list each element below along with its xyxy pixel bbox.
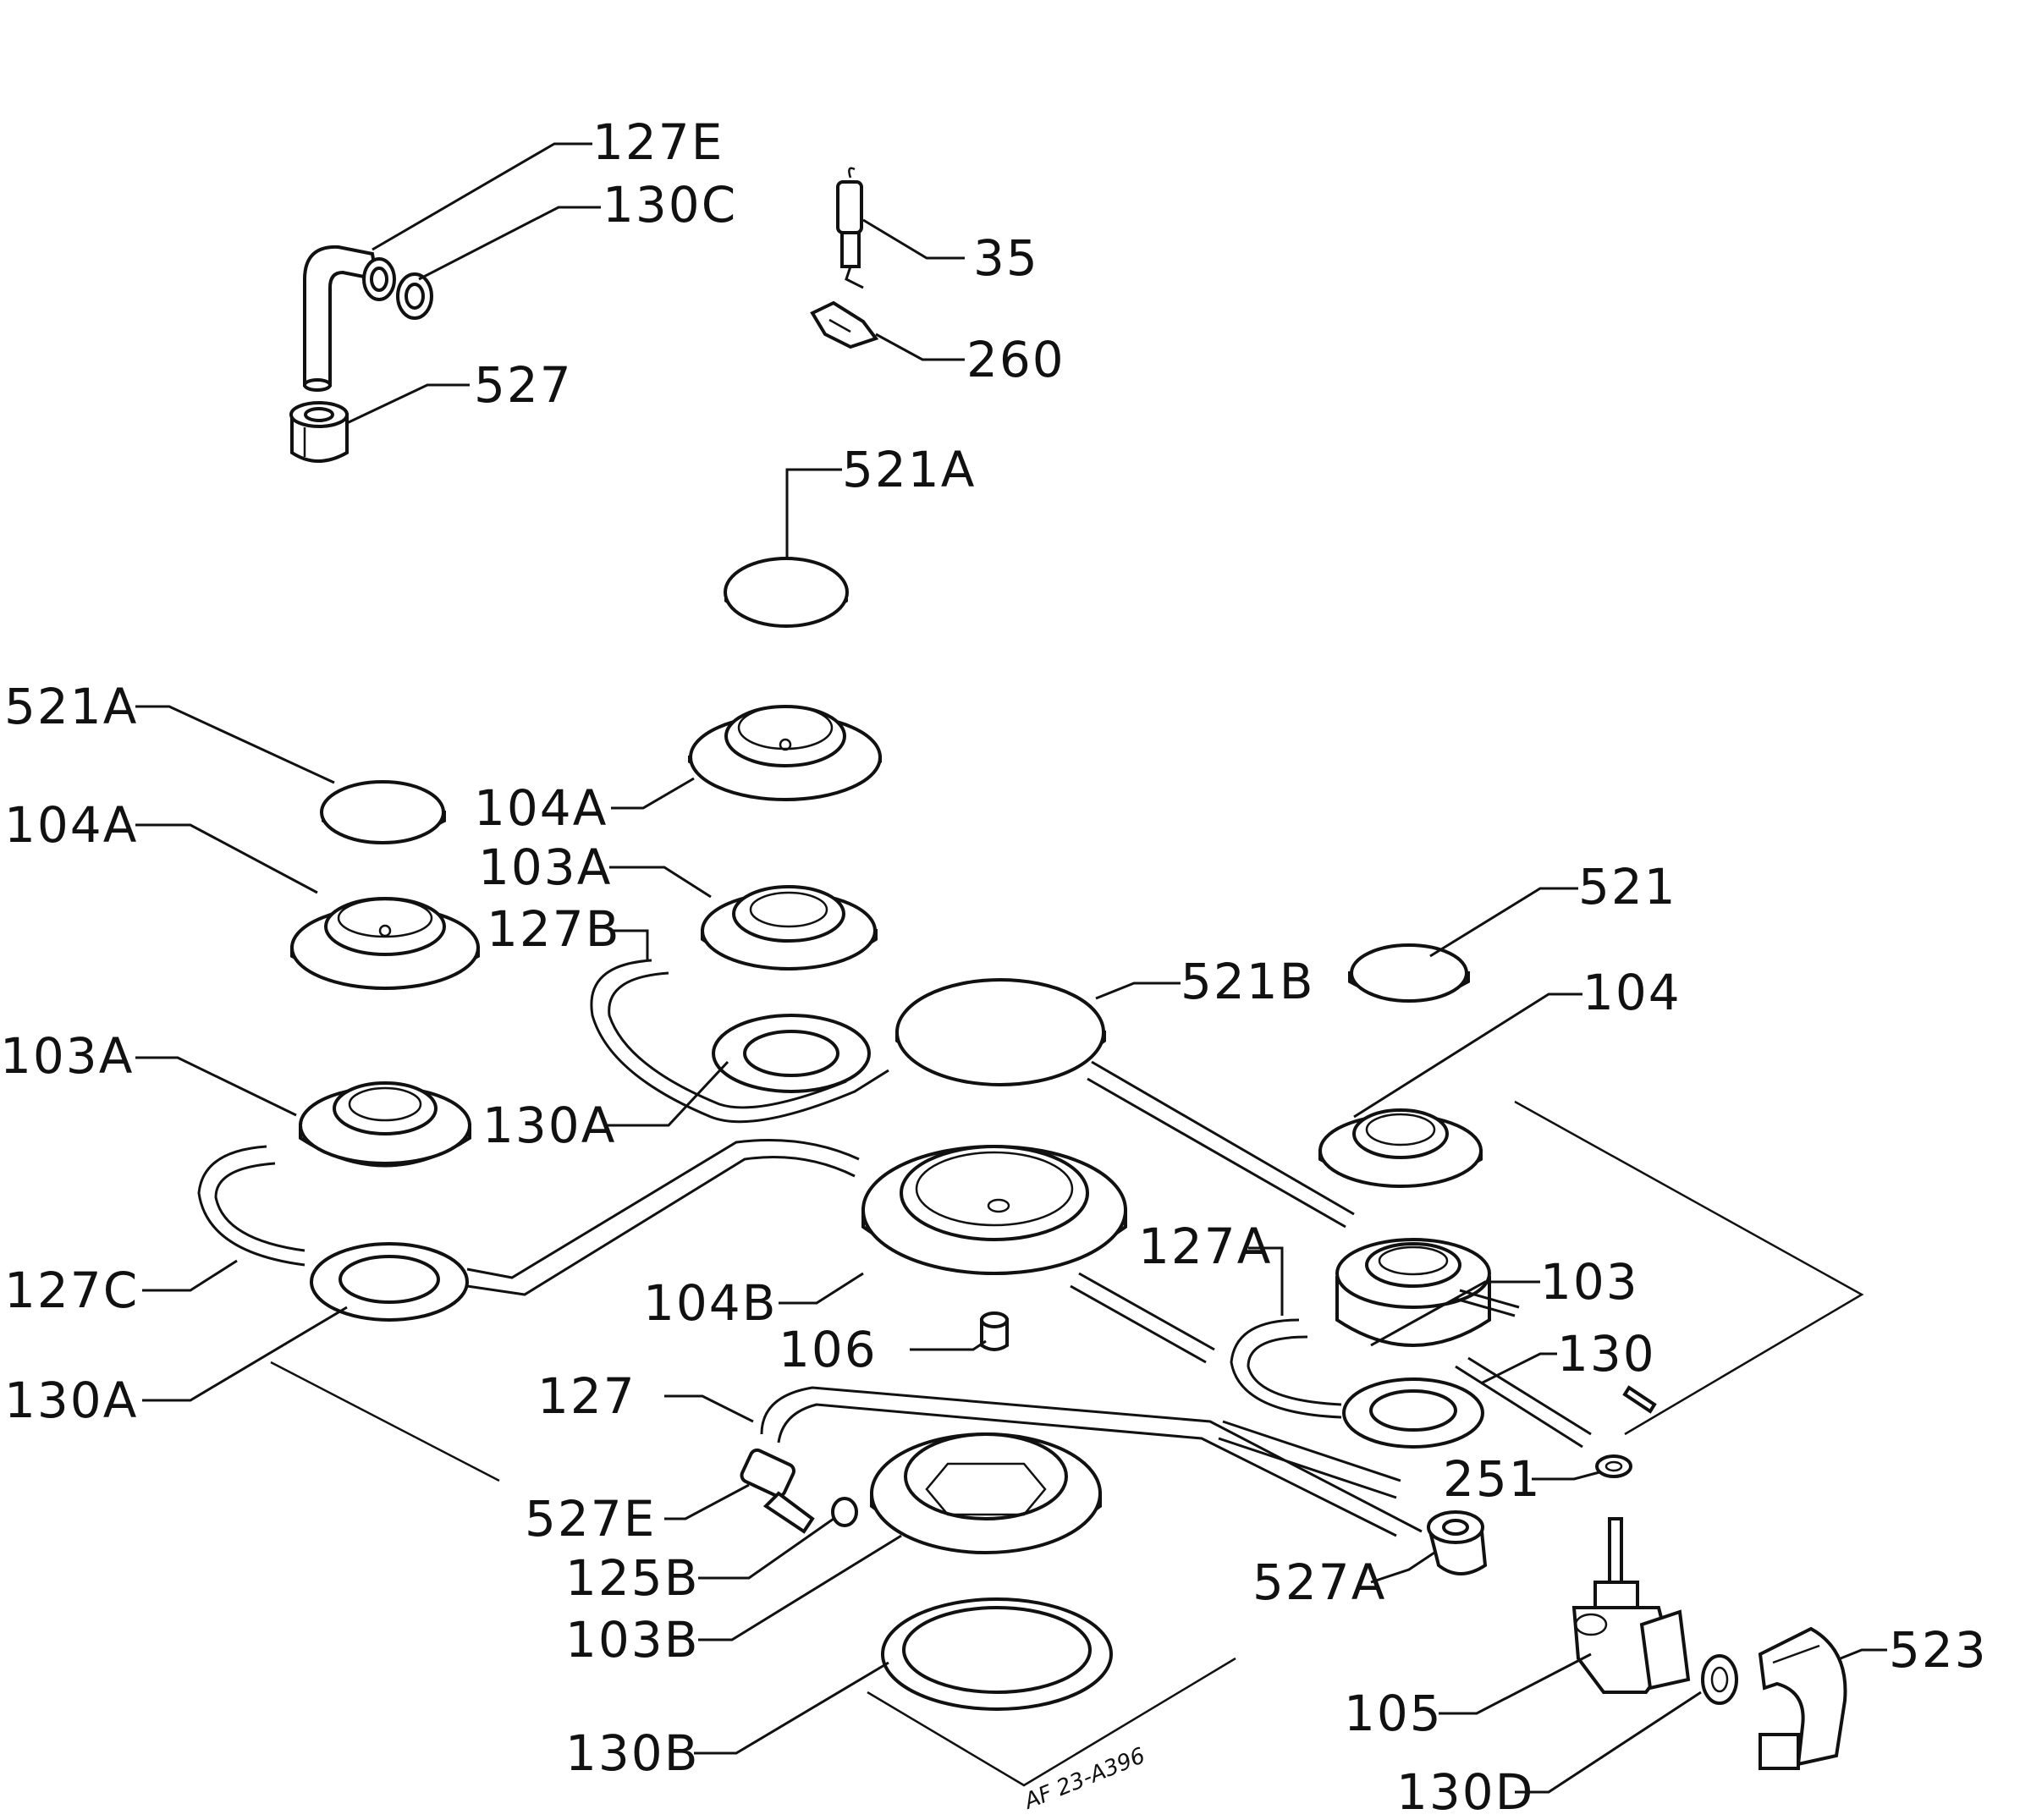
label-103b: 103B (565, 1611, 700, 1669)
gas-tubes (197, 959, 1592, 1537)
label-521a-top: 521A (842, 441, 976, 498)
label-127b: 127B (487, 900, 621, 958)
part-clamp-523 (1758, 1626, 1847, 1770)
label-103a-middle: 103A (478, 839, 612, 896)
label-104a-left: 104A (4, 796, 138, 854)
label-127c: 127C (4, 1262, 139, 1319)
label-521: 521 (1578, 858, 1677, 915)
part-burner-head-right (1318, 1108, 1483, 1188)
label-130c: 130C (603, 176, 737, 234)
label-103: 103 (1540, 1253, 1639, 1311)
drawing-code: AF 23-A396 (1020, 1743, 1149, 1815)
label-104: 104 (1582, 964, 1681, 1021)
label-105: 105 (1344, 1685, 1443, 1742)
label-125b: 125B (565, 1549, 700, 1607)
label-127e: 127E (592, 113, 724, 171)
label-127: 127 (537, 1367, 636, 1425)
label-130b: 130B (565, 1724, 700, 1782)
part-burner-head-left (290, 897, 480, 990)
part-ring-251 (1595, 1454, 1632, 1478)
part-burner-cap-large (895, 978, 1106, 1086)
part-burner-cap-top (724, 557, 849, 628)
label-127a: 127A (1138, 1218, 1272, 1275)
label-521a-left: 521A (4, 678, 138, 735)
label-104b: 104B (643, 1274, 778, 1332)
part-jet-106 (980, 1311, 1009, 1351)
label-35: 35 (973, 229, 1039, 287)
label-527a: 527A (1252, 1553, 1386, 1611)
part-burner-head-large (861, 1145, 1127, 1275)
part-labels: 127E 130C 35 260 527 521A 521A 104A 104A… (0, 113, 1988, 1820)
part-gasket-middle (712, 1014, 871, 1093)
part-connector-527e (740, 1448, 815, 1534)
label-251: 251 (1443, 1450, 1542, 1508)
part-gasket-left (310, 1242, 469, 1322)
part-nut-527a (1427, 1510, 1488, 1575)
part-burner-base-middle (701, 885, 878, 970)
label-130a-middle: 130A (482, 1097, 616, 1154)
label-130a-left: 130A (4, 1372, 138, 1429)
leader-lines (135, 142, 1887, 1794)
label-521b: 521B (1181, 953, 1315, 1010)
part-washer-127e (362, 257, 396, 301)
part-washer-130d (1701, 1654, 1738, 1705)
part-burner-head-top (688, 705, 882, 801)
part-washer-130c (396, 272, 433, 320)
label-260: 260 (966, 331, 1065, 388)
part-spark-electrode (836, 167, 864, 289)
part-nut-527 (289, 401, 349, 463)
label-130: 130 (1557, 1325, 1656, 1383)
part-burner-base-left (299, 1081, 471, 1168)
part-burner-base-large (870, 1432, 1102, 1554)
label-130d: 130D (1396, 1763, 1534, 1820)
label-106: 106 (779, 1321, 878, 1378)
label-103a-left: 103A (0, 1027, 134, 1085)
part-gas-tap (1571, 1517, 1691, 1694)
part-pin (1622, 1385, 1657, 1414)
part-burner-cap-right (1348, 943, 1470, 1003)
label-527: 527 (474, 356, 573, 414)
part-gasket-right (1342, 1377, 1484, 1449)
part-ring-125b (831, 1497, 858, 1527)
part-clip-260 (810, 300, 879, 349)
part-burner-base-right (1335, 1238, 1491, 1347)
label-104a-top: 104A (474, 779, 608, 837)
part-burner-cap-left (320, 780, 446, 844)
hob-frame-lines (270, 1100, 1864, 1787)
label-523: 523 (1889, 1621, 1988, 1679)
label-527e: 527E (525, 1490, 656, 1548)
part-gasket-large (881, 1597, 1113, 1711)
